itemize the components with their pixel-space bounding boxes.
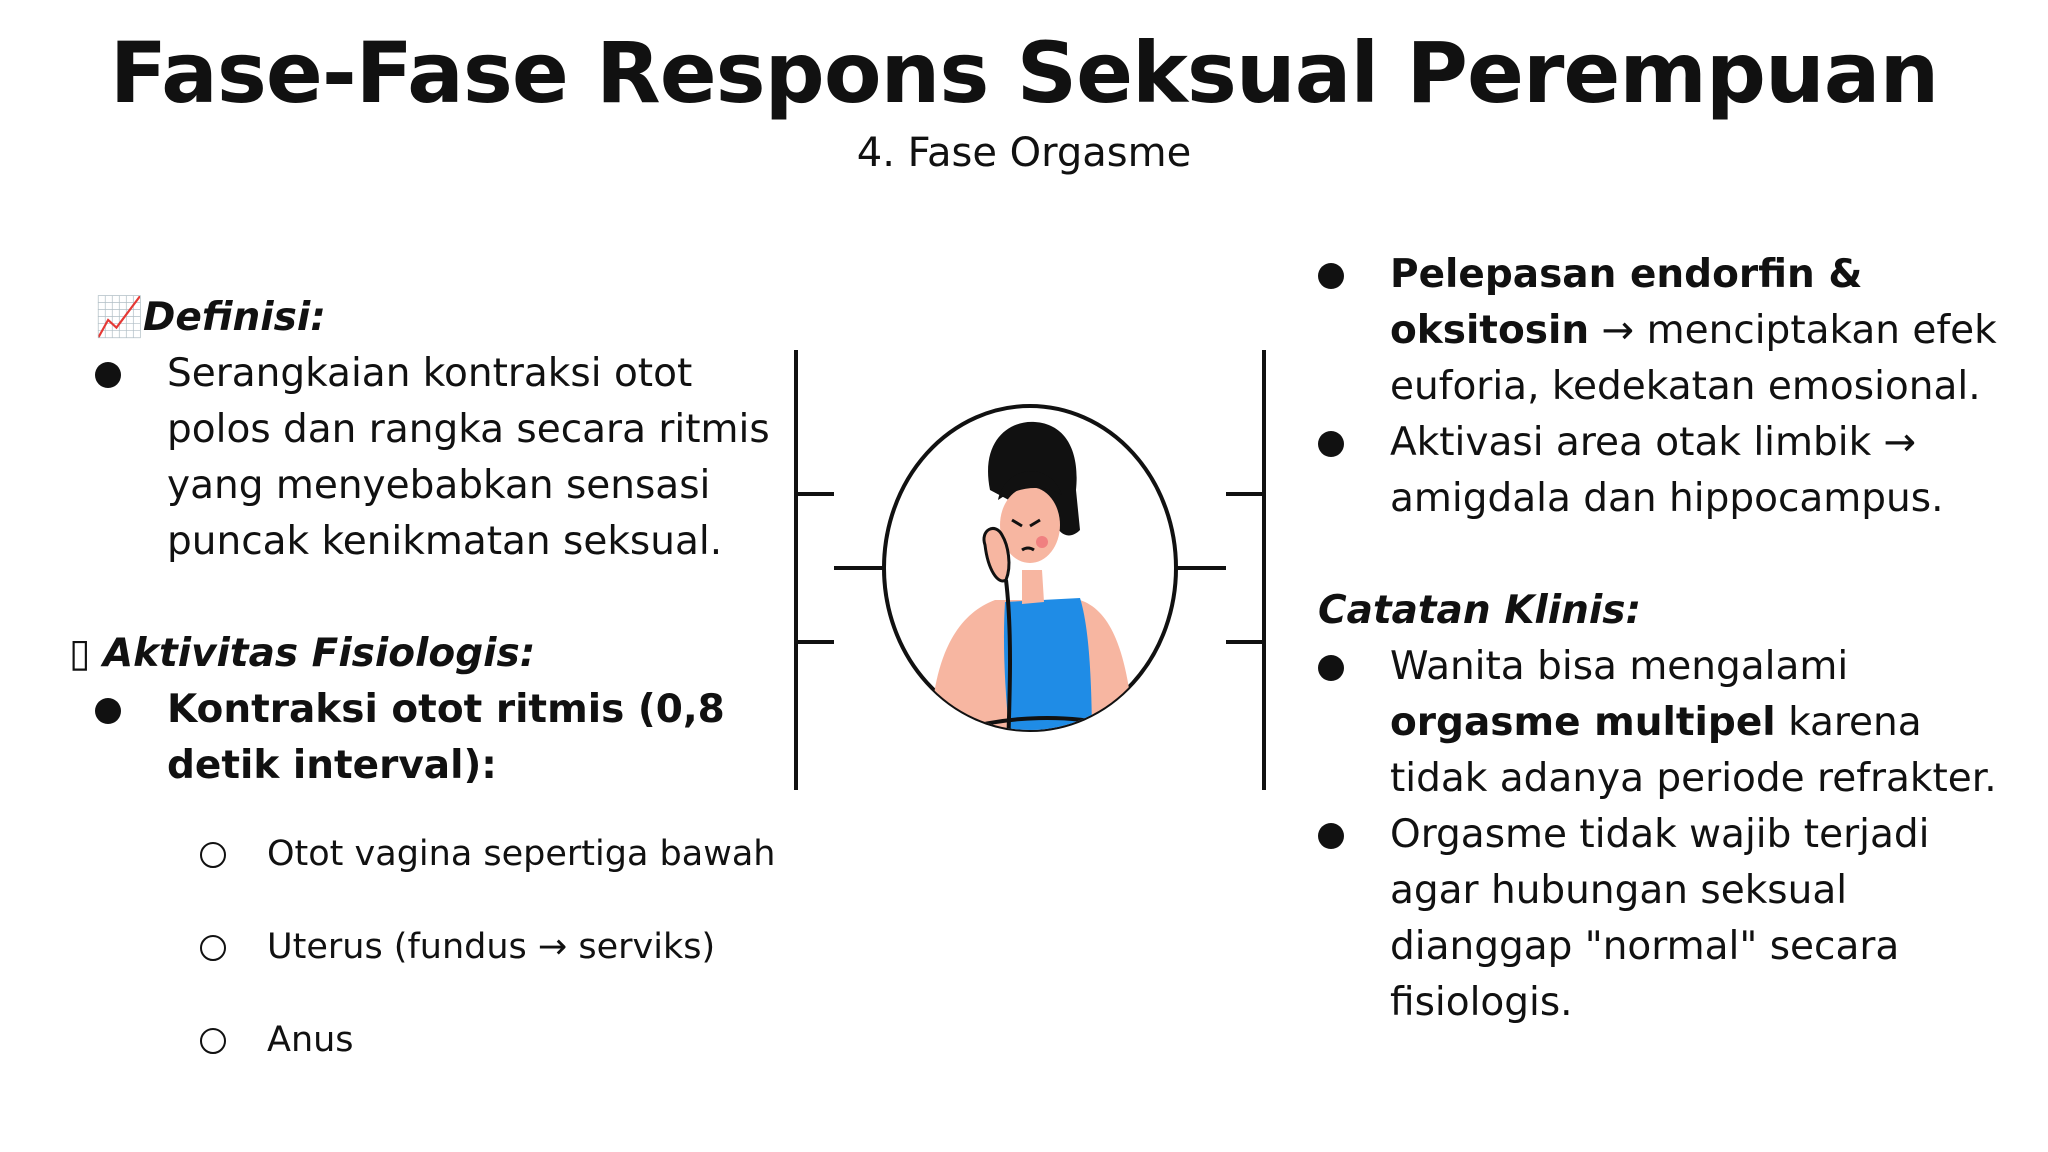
aktivitas-heading-text: Aktivitas Fisiologis: [103,631,536,676]
multipel-bullet: Wanita bisa mengalami orgasme multipel k… [1318,639,2028,807]
page-subtitle: 4. Fase Orgasme [856,130,1192,176]
multipel-bold-text: orgasme multipel [1390,700,1776,745]
aktivitas-heading: ▯ Aktivitas Fisiologis: [69,626,785,682]
left-column: 📈Definisi: Serangkaian kontraksi otot po… [69,290,785,1062]
definisi-bullet: Serangkaian kontraksi otot polos dan ran… [95,346,785,570]
multipel-post-text: karena tidak adanya periode refrakter. [1390,700,1997,801]
thinking-woman-illustration [794,350,1266,790]
subitem-anus: Anus [95,1018,785,1062]
center-illustration [780,330,1300,810]
definisi-heading: 📈Definisi: [95,290,785,346]
limbik-bullet: Aktivasi area otak limbik → amigdala dan… [1318,415,2028,527]
subitem-uterus: Uterus (fundus → serviks) [95,925,785,969]
definisi-heading-text: Definisi: [143,295,326,340]
catatan-heading: Catatan Klinis: [1318,588,1642,633]
kontraksi-bullet: Kontraksi otot ritmis (0,8 detik interva… [95,682,785,794]
endorfin-bold-text: Pelepasan endorfin & oksitosin [1390,252,1863,353]
endorfin-bullet: Pelepasan endorfin & oksitosin → mencipt… [1318,247,2028,415]
page-title: Fase-Fase Respons Seksual Perempuan [109,24,1940,122]
multipel-pre-text: Wanita bisa mengalami [1390,644,1849,689]
chart-increasing-icon: 📈 [95,295,144,340]
missing-glyph-icon: ▯ [69,631,91,676]
subitem-vagina: Otot vagina sepertiga bawah [95,832,785,876]
endorfin-rest-text: → menciptakan efek euforia, kedekatan em… [1390,308,1997,409]
right-column: Pelepasan endorfin & oksitosin → mencipt… [1318,247,2028,1031]
orgasme-normal-bullet: Orgasme tidak wajib terjadi agar hubunga… [1318,807,2028,1031]
